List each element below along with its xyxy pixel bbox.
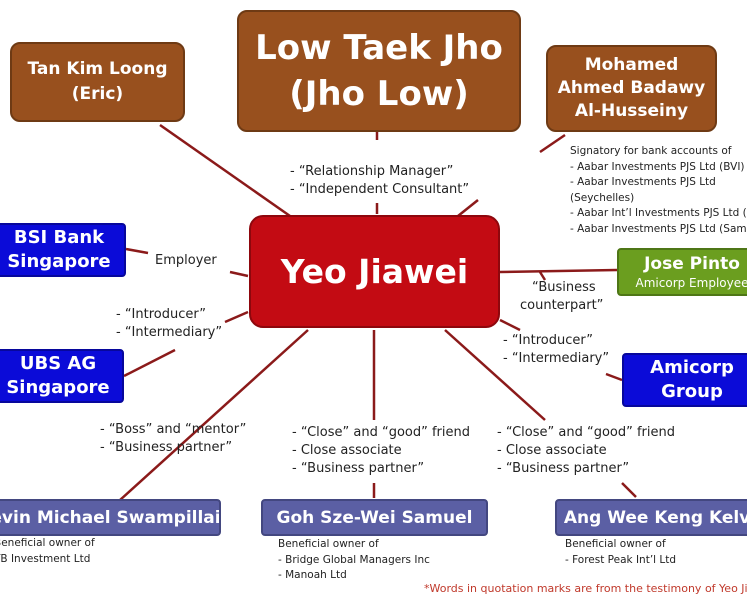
line-jose-pinto	[499, 268, 618, 274]
note-mohamed-2: - Aabar Investments PJS Ltd (BVI)	[570, 160, 745, 173]
footnote: *Words in quotation marks are from the t…	[424, 582, 747, 595]
line-mohamed-bottom	[457, 199, 479, 217]
label-kevin-rel-2: - “Business partner”	[100, 440, 233, 455]
label-amicorp-relationship: - “Introducer” - “Intermediary”	[503, 332, 609, 368]
node-amicorp-line1: Amicorp	[650, 357, 734, 378]
label-jose-rel-1: “Business	[532, 280, 596, 295]
line-mohamed-top	[539, 133, 566, 154]
note-goh-2: - Bridge Global Managers Inc	[278, 553, 430, 566]
node-center-yeo-jiawei: Yeo Jiawei	[249, 215, 500, 328]
node-ang-name: Ang Wee Keng Kelvi	[563, 507, 747, 528]
label-ang-relationship: - “Close” and “good” friend - Close asso…	[497, 424, 675, 478]
label-amicorp-rel-1: - “Introducer”	[503, 333, 594, 348]
label-ang-rel-2: - Close associate	[497, 443, 607, 458]
line-jose-pinto-label	[538, 271, 547, 281]
label-jose-pinto-relationship: “Business counterpart”	[520, 279, 603, 315]
node-bsi-line1: BSI Bank	[13, 227, 105, 248]
label-jho-low-rel-1: - “Relationship Manager”	[290, 164, 454, 179]
node-jose-pinto-line1: Jose Pinto	[644, 253, 740, 274]
line-tan-kim-loong	[159, 123, 291, 218]
node-jho-low: Low Taek Jho (Jho Low)	[237, 10, 521, 132]
label-ubs-relationship: - “Introducer” - “Intermediary”	[116, 306, 222, 342]
node-kevin-swampillai: evin Michael Swampillai	[0, 499, 221, 536]
line-kevin	[119, 329, 309, 501]
note-ang-2: - Forest Peak Int’l Ltd	[565, 553, 677, 566]
note-ang-1: Beneficial owner of	[565, 538, 666, 550]
label-amicorp-rel-2: - “Intermediary”	[503, 351, 610, 366]
node-mohamed-line2: Ahmed Badawy	[557, 78, 706, 98]
note-goh-1: Beneficial owner of	[278, 538, 379, 550]
node-bsi-bank: BSI Bank Singapore	[0, 223, 126, 277]
line-amicorp-b	[605, 372, 623, 382]
node-tan-kim-loong: Tan Kim Loong (Eric)	[10, 42, 185, 122]
node-goh-sze-wei-samuel: Goh Sze-Wei Samuel	[261, 499, 488, 536]
label-jose-rel-2: counterpart”	[520, 298, 604, 313]
line-ang-bottom	[621, 482, 637, 498]
node-ubs-line1: UBS AG	[19, 353, 97, 374]
node-mohamed: Mohamed Ahmed Badawy Al-Husseiny	[546, 45, 717, 132]
node-kevin-name: evin Michael Swampillai	[0, 507, 221, 528]
note-ang-owner: Beneficial owner of - Forest Peak Int’l …	[565, 537, 676, 568]
line-bsi-b	[229, 270, 249, 278]
node-jose-pinto-line2: Amicorp Employee	[635, 275, 747, 290]
note-goh-3: - Manoah Ltd	[278, 569, 347, 581]
node-jho-low-line1: Low Taek Jho	[255, 28, 503, 68]
note-mohamed-3: - Aabar Investments PJS Ltd	[570, 176, 716, 188]
node-amicorp-line2: Group	[661, 381, 723, 402]
line-ubs-a	[123, 348, 176, 378]
node-ang-wee-keng-kelvin: Ang Wee Keng Kelvi	[555, 499, 747, 536]
note-kevin-2: TB Investment Ltd	[0, 552, 91, 565]
label-ubs-rel-2: - “Intermediary”	[116, 325, 223, 340]
note-mohamed-6: - Aabar Investments PJS Ltd (Sam	[570, 222, 747, 235]
node-jose-pinto: Jose Pinto Amicorp Employee	[617, 248, 747, 296]
label-goh-relationship: - “Close” and “good” friend - Close asso…	[292, 424, 470, 478]
label-goh-rel-1: - “Close” and “good” friend	[292, 425, 471, 440]
center-name: Yeo Jiawei	[280, 252, 469, 291]
node-tan-kim-loong-line2: (Eric)	[71, 84, 124, 104]
note-mohamed-4: (Seychelles)	[570, 191, 635, 204]
label-bsi-relationship: Employer	[155, 252, 217, 270]
label-goh-rel-2: - Close associate	[292, 443, 402, 458]
note-kevin-1: Beneficial owner of	[0, 537, 95, 549]
label-ang-rel-1: - “Close” and “good” friend	[497, 425, 676, 440]
line-amicorp-a	[499, 318, 521, 332]
node-amicorp-group: Amicorp Group	[622, 353, 747, 407]
line-ang-top	[444, 329, 546, 421]
label-jho-low-rel-2: - “Independent Consultant”	[290, 182, 470, 197]
node-goh-name: Goh Sze-Wei Samuel	[276, 507, 473, 528]
node-mohamed-line1: Mohamed	[584, 55, 679, 75]
note-mohamed-5: - Aabar Int’l Investments PJS Ltd (	[570, 207, 747, 219]
label-ang-rel-3: - “Business partner”	[497, 461, 630, 476]
label-goh-rel-3: - “Business partner”	[292, 461, 425, 476]
label-ubs-rel-1: - “Introducer”	[116, 307, 207, 322]
line-bsi-a	[125, 247, 149, 255]
label-kevin-relationship: - “Boss” and “mentor” - “Business partne…	[100, 421, 246, 457]
label-bsi-rel: Employer	[155, 253, 217, 268]
label-jho-low-relationship: - “Relationship Manager” - “Independent …	[290, 163, 469, 199]
note-mohamed-1: Signatory for bank accounts of	[570, 145, 732, 157]
node-bsi-line2: Singapore	[7, 251, 111, 272]
label-kevin-rel-1: - “Boss” and “mentor”	[100, 422, 247, 437]
note-goh-owner: Beneficial owner of - Bridge Global Mana…	[278, 537, 430, 584]
line-ubs-b	[224, 310, 249, 324]
node-tan-kim-loong-line1: Tan Kim Loong	[27, 59, 168, 79]
node-jho-low-line2: (Jho Low)	[289, 74, 469, 114]
note-mohamed-signatory: Signatory for bank accounts of - Aabar I…	[570, 144, 747, 237]
note-kevin-owner: Beneficial owner of TB Investment Ltd	[0, 536, 95, 567]
node-ubs-ag: UBS AG Singapore	[0, 349, 124, 403]
node-mohamed-line3: Al-Husseiny	[574, 101, 689, 121]
node-ubs-line2: Singapore	[6, 377, 110, 398]
